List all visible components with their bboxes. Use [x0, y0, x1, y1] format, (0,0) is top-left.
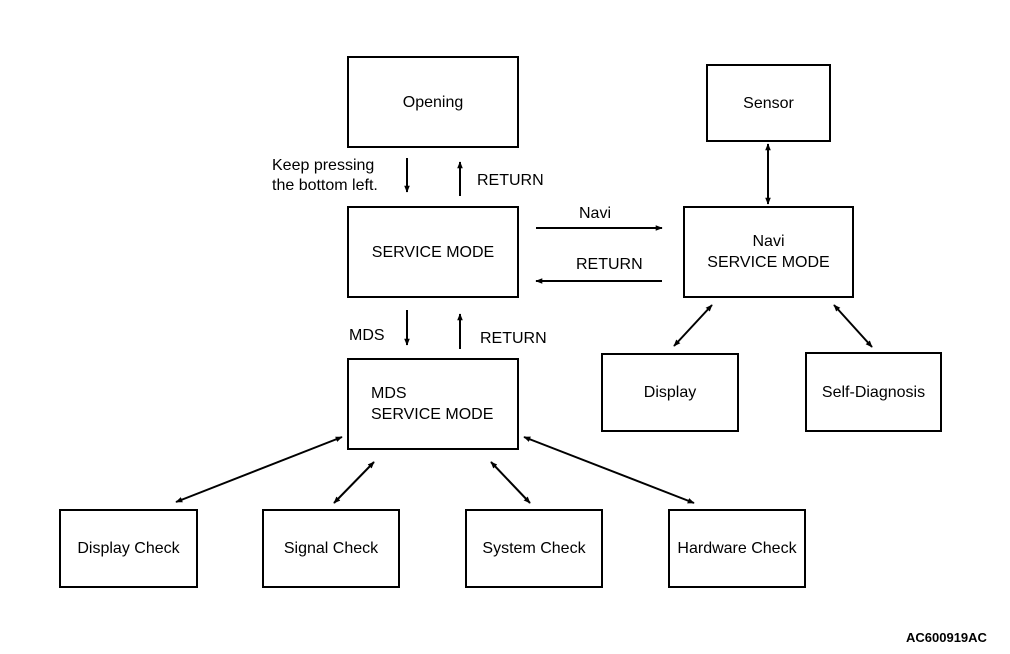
navi-service-mode-box: Navi SERVICE MODE — [683, 206, 854, 298]
link-mds-system-check — [490, 461, 531, 504]
display-box: Display — [601, 353, 739, 432]
system-check-label: System Check — [482, 540, 586, 557]
return-mds-label: RETURN — [480, 330, 547, 347]
opening-box: Opening — [347, 56, 519, 148]
navi-service-mode-label: Navi SERVICE MODE — [707, 233, 830, 271]
sensor-box: Sensor — [706, 64, 831, 142]
mds-service-mode-box: MDS SERVICE MODE — [347, 358, 519, 450]
signal-check-box: Signal Check — [262, 509, 400, 588]
navi-label: Navi — [579, 205, 612, 222]
signal-check-label: Signal Check — [283, 540, 379, 557]
service-mode-box: SERVICE MODE — [347, 206, 519, 298]
self-diagnosis-label: Self-Diagnosis — [821, 383, 926, 401]
link-mds-signal-check — [333, 461, 375, 504]
opening-label: Opening — [402, 93, 464, 111]
return-navi-label: RETURN — [576, 256, 643, 273]
link-navi-self-diagnosis — [833, 304, 873, 348]
hardware-check-label: Hardware Check — [677, 540, 797, 557]
self-diagnosis-box: Self-Diagnosis — [805, 352, 942, 432]
link-mds-display-check — [175, 436, 343, 503]
display-label: Display — [643, 384, 697, 401]
return-top-label: RETURN — [477, 172, 544, 189]
figure-code: AC600919AC — [906, 630, 987, 645]
link-mds-hardware-check — [523, 436, 695, 504]
link-navi-display — [673, 304, 713, 347]
display-check-label: Display Check — [77, 540, 180, 557]
sensor-label: Sensor — [743, 94, 794, 112]
hardware-check-box: Hardware Check — [668, 509, 806, 588]
display-check-box: Display Check — [59, 509, 198, 588]
mds-label: MDS — [349, 327, 385, 344]
system-check-box: System Check — [465, 509, 603, 588]
service-mode-label: SERVICE MODE — [371, 243, 495, 261]
keep-pressing-label: Keep pressing the bottom left. — [272, 157, 378, 194]
mds-service-mode-label: MDS SERVICE MODE — [371, 385, 494, 423]
